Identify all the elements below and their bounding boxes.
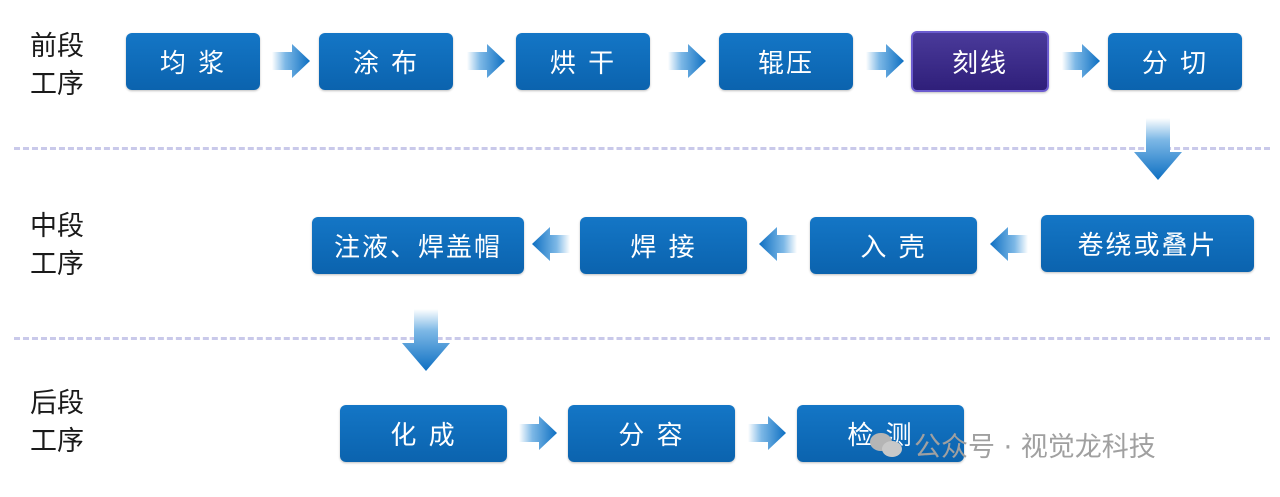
watermark: 公众号 · 视觉龙科技 — [868, 425, 1156, 464]
stage-label-back: 后段 工序 — [30, 385, 110, 461]
stage-label-middle-line2: 工序 — [30, 249, 84, 280]
wechat-icon — [868, 429, 904, 461]
step-box: 分 容 — [568, 405, 735, 462]
step-box: 卷绕或叠片 — [1041, 215, 1254, 272]
arrow-right-icon — [668, 44, 706, 78]
arrow-left-icon — [759, 227, 797, 261]
stage-label-back-line1: 后段 — [30, 388, 84, 419]
arrow-left-icon — [532, 227, 570, 261]
step-box: 辊压 — [719, 33, 853, 90]
arrow-right-icon — [272, 44, 310, 78]
step-box: 涂 布 — [319, 33, 453, 90]
stage-label-back-line2: 工序 — [30, 426, 84, 457]
step-box: 入 壳 — [810, 217, 977, 274]
step-box: 化 成 — [340, 405, 507, 462]
watermark-text: 公众号 · 视觉龙科技 — [914, 432, 1156, 463]
stage-label-front: 前段 工序 — [30, 28, 110, 104]
arrow-right-icon — [519, 416, 557, 450]
arrow-down-icon — [1134, 118, 1182, 180]
stage-label-front-line2: 工序 — [30, 69, 84, 100]
arrow-down-icon — [402, 309, 450, 371]
stage-divider — [14, 147, 1270, 150]
step-box: 均 浆 — [126, 33, 260, 90]
stage-label-middle: 中段 工序 — [30, 208, 110, 284]
arrow-right-icon — [467, 44, 505, 78]
arrow-left-icon — [990, 227, 1028, 261]
stage-label-front-line1: 前段 — [30, 31, 84, 62]
stage-label-middle-line1: 中段 — [30, 211, 84, 242]
step-box: 烘 干 — [516, 33, 650, 90]
step-box: 注液、焊盖帽 — [312, 217, 524, 274]
stage-divider — [14, 337, 1270, 340]
step-box-highlighted: 刻线 — [911, 31, 1049, 92]
step-box: 分 切 — [1108, 33, 1242, 90]
arrow-right-icon — [748, 416, 786, 450]
step-box: 焊 接 — [580, 217, 747, 274]
arrow-right-icon — [866, 44, 904, 78]
arrow-right-icon — [1062, 44, 1100, 78]
